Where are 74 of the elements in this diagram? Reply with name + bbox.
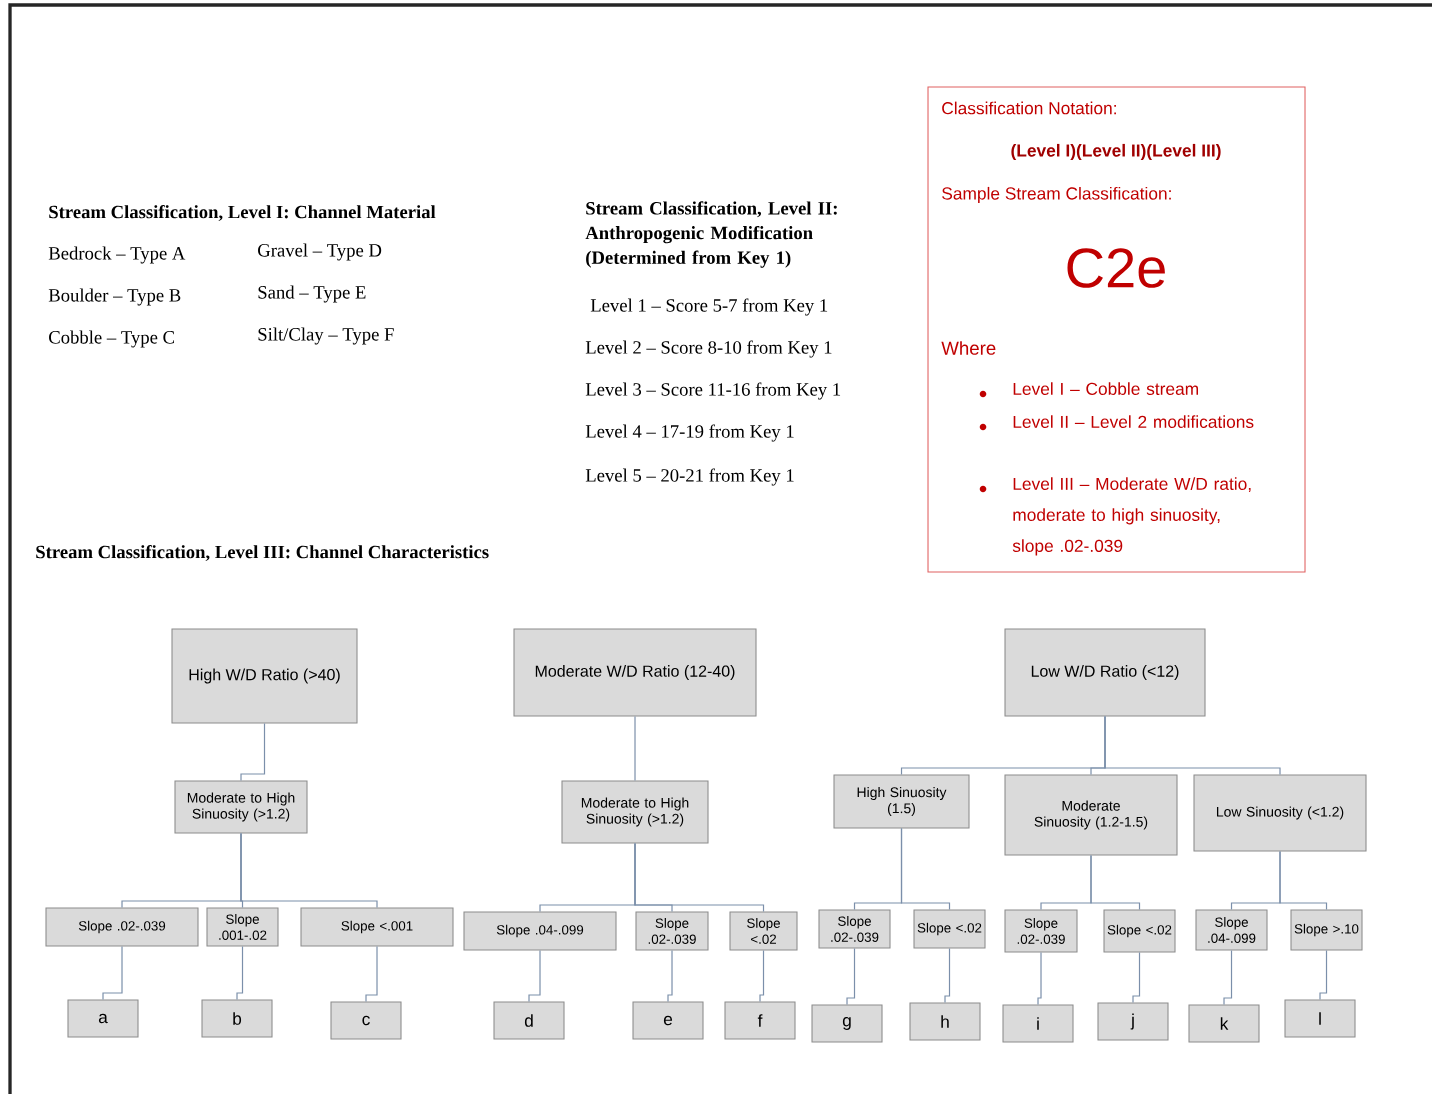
category-box: d (493, 1001, 565, 1040)
ratio-box: Moderate W/D Ratio (12-40) (513, 628, 757, 717)
connector-line (759, 949, 765, 1003)
list-item: Gravel – Type D (258, 243, 382, 261)
list-item: Silt/Clay – Type F (258, 327, 394, 345)
category-box: l (1284, 999, 1356, 1038)
notation-heading: Classification Notation: (942, 101, 1116, 115)
connector-line (528, 949, 541, 1003)
list-item: Level I – Cobble stream (1013, 382, 1198, 395)
slope-box: Slope .04-.099 (1195, 909, 1268, 951)
section-heading: Stream Classification, Level I: Channel Material (49, 204, 436, 221)
list-item: Level II – Level 2 modifications (1013, 415, 1254, 428)
sinuosity-box: Moderate to High Sinuosity (>1.2) (561, 780, 709, 844)
sinuosity-box: Moderate to High Sinuosity (>1.2) (174, 780, 308, 834)
connector-line (365, 945, 378, 1003)
slope-box: Slope .02-.039 (1004, 909, 1078, 953)
connector-line (944, 947, 951, 1004)
category-box: c (330, 1001, 402, 1040)
connector-line (1223, 949, 1233, 1006)
connector-line (236, 945, 244, 1001)
sample-heading: Sample Stream Classification: (942, 186, 1171, 204)
slope-box: Slope <.001 (300, 907, 454, 947)
slope-box: Slope .02-.039 (635, 911, 709, 951)
connector-line (1132, 951, 1141, 1004)
slope-box: Slope .001-.02 (206, 907, 279, 947)
connector-line (634, 715, 636, 782)
list-item: Sand – Type E (258, 285, 366, 303)
connector-line (102, 945, 123, 1001)
connector-line (1037, 951, 1042, 1006)
notation-format: (Level I)(Level II)(Level III) (1011, 143, 1221, 161)
list-item: Boulder – Type B (48, 288, 181, 306)
connector-line (634, 842, 765, 913)
list-item: Level 2 – Score 8-10 from Key 1 (585, 340, 832, 358)
ratio-box: Low W/D Ratio (<12) (1004, 628, 1206, 717)
connector-line (846, 947, 856, 1006)
category-box: j (1097, 1002, 1169, 1041)
list-item: Level 1 – Score 5-7 from Key 1 (590, 298, 828, 316)
slope-box: Slope .02-.039 (45, 907, 199, 947)
category-box: i (1002, 1004, 1074, 1043)
section-heading: Stream Classification, Level II: Anthropogenic Modification (Determined from Key 1) (585, 201, 837, 268)
sample-code: C2e (1067, 248, 1165, 288)
sinuosity-box: Moderate Sinuosity (1.2-1.5) (1004, 774, 1178, 856)
slope-box: Slope >.10 (1290, 909, 1363, 951)
connector-line (1319, 949, 1328, 1001)
slope-box: Slope .04-.099 (463, 911, 617, 951)
list-item: Level III – Moderate W/D ratio, moderate to high sinuosity, slope .02-.039 (1012, 477, 1251, 556)
ratio-box: High W/D Ratio (>40) (171, 628, 358, 724)
slope-box: Slope .02-.039 (818, 909, 891, 949)
list-item: Level 3 – Score 11-16 from Key 1 (585, 382, 841, 400)
category-box: e (632, 1001, 704, 1040)
slope-box: Slope <.02 (913, 909, 986, 949)
list-item: Level 4 – 17-19 from Key 1 (585, 424, 794, 442)
connector-line (1279, 850, 1328, 911)
category-box: f (724, 1001, 796, 1040)
slope-box: Slope <.02 (1103, 909, 1176, 953)
list-item: Level 5 – 20-21 from Key 1 (585, 468, 794, 486)
category-box: h (909, 1002, 981, 1041)
where-heading: Where (941, 341, 996, 355)
connector-line (1104, 715, 1281, 776)
list-item: Cobble – Type C (49, 330, 174, 348)
category-box: k (1188, 1004, 1260, 1043)
connector-line (900, 827, 951, 911)
section-heading: Stream Classification, Level III: Channel Characteristics (36, 544, 489, 561)
slope-box: Slope <.02 (729, 911, 798, 951)
sinuosity-box: Low Sinuosity (<1.2) (1193, 774, 1367, 852)
connector-line (240, 722, 266, 782)
sinuosity-box: High Sinuosity (1.5) (833, 774, 970, 829)
connector-line (1090, 854, 1141, 911)
connector-line (667, 949, 673, 1003)
category-box: g (811, 1004, 883, 1043)
connector-line (240, 832, 378, 909)
category-box: a (67, 999, 139, 1038)
list-item: Bedrock – Type A (48, 246, 186, 264)
category-box: b (201, 999, 273, 1038)
